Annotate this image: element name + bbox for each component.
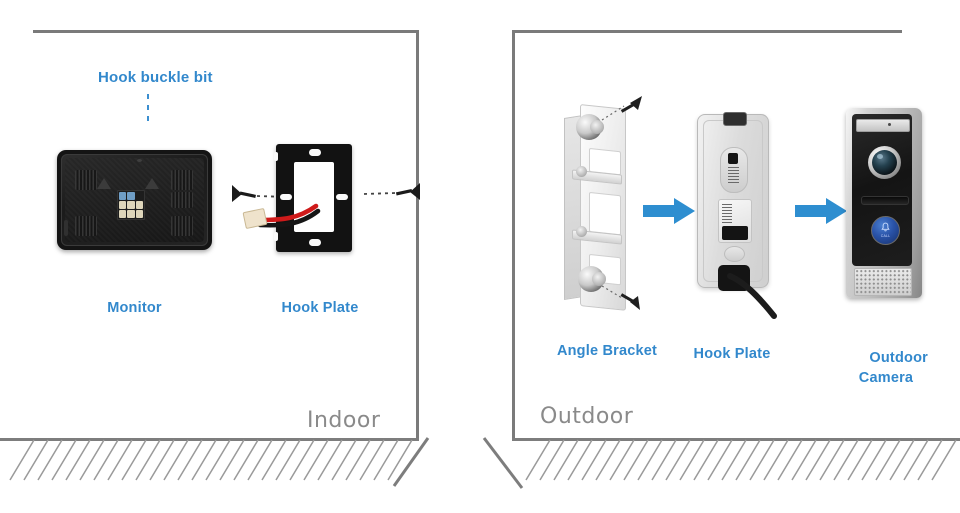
arrow-plate-to-camera <box>795 198 847 224</box>
monitor-back-body <box>64 158 204 242</box>
monitor-vent-mid-right <box>171 192 193 208</box>
outdoor-wall-left <box>512 30 515 440</box>
camera-ir-strip <box>856 119 910 132</box>
indoor-wall-right <box>416 30 419 440</box>
hook-plate-center-module <box>718 199 752 243</box>
label-outdoor-camera: Outdoor Camera <box>836 328 936 408</box>
hook-plate-body <box>274 144 352 252</box>
monitor-terminal-block <box>117 190 145 220</box>
hook-plate-top-clip <box>723 112 747 126</box>
hook-plate-upper-port <box>728 153 738 164</box>
indoor-hook-plate-group <box>232 142 422 262</box>
outdoor-hook-plate-device <box>697 112 777 319</box>
camera-lens <box>872 150 897 175</box>
angle-bracket-device <box>552 96 662 312</box>
monitor-vent-bottom-left <box>75 216 97 236</box>
hook-plate-notch-bl <box>274 232 278 241</box>
camera-speaker-grille <box>854 268 912 296</box>
bracket-screw-hole-top <box>590 120 604 134</box>
hook-plate-upper-contacts <box>728 167 739 185</box>
camera-ir-sensor-dot <box>888 123 891 126</box>
hook-plate-slot-bottom <box>309 239 321 246</box>
label-angle-bracket: Angle Bracket <box>556 343 658 359</box>
screw-right <box>363 183 420 200</box>
arrow-bracket-to-plate <box>643 198 695 224</box>
call-button-label: CALL <box>880 234 891 238</box>
monitor-vent-top-left <box>75 170 97 190</box>
indoor-ground-line <box>0 438 419 441</box>
label-monitor: Monitor <box>107 300 162 316</box>
monitor-hook-slot-left <box>97 178 111 189</box>
monitor-vent-top-right <box>171 170 193 190</box>
camera-lens-glint <box>877 154 883 159</box>
hook-plate-slot-top <box>309 149 321 156</box>
bracket-shelf-hook-upper <box>576 166 587 177</box>
bracket-screw-bottom <box>601 285 640 310</box>
monitor-side-tab <box>64 220 68 236</box>
callout-hook-buckle-bit: Hook buckle bit <box>98 69 213 86</box>
hook-plate-mid-oval <box>724 246 745 262</box>
bracket-screw-hole-bottom <box>592 272 606 286</box>
outdoor-ground-hatching <box>482 437 957 489</box>
hook-plate-slot-right <box>336 194 348 200</box>
bracket-window-middle <box>589 191 621 236</box>
label-indoor-hook-plate: Hook Plate <box>281 300 359 316</box>
outdoor-wall-top <box>512 30 902 33</box>
hook-plate-notch-tl <box>274 152 278 161</box>
label-outdoor-camera-text: Outdoor Camera <box>858 350 928 386</box>
outdoor-camera-device: CALL <box>846 108 922 298</box>
hook-plate-module-window <box>722 226 748 240</box>
callout-leader-line <box>147 94 149 126</box>
screw-left <box>232 185 289 202</box>
zone-label-indoor: Indoor <box>307 408 381 433</box>
indoor-ground-hatching <box>9 437 430 487</box>
indoor-wall-top <box>33 30 419 33</box>
camera-mic-slot <box>861 196 909 205</box>
bracket-shelf-hook-lower <box>576 226 587 237</box>
outdoor-ground-line <box>512 438 960 441</box>
monitor-hook-slot-right <box>145 178 159 189</box>
bracket-screw-top <box>601 96 642 121</box>
hook-plate-cable <box>727 273 777 319</box>
indoor-monitor-device <box>57 150 212 250</box>
monitor-top-dot <box>137 159 142 162</box>
hook-plate-slot-left <box>280 194 292 200</box>
hook-plate-module-contacts <box>722 204 732 224</box>
hook-plate-wire <box>257 203 321 228</box>
bell-icon <box>881 222 890 232</box>
camera-call-button[interactable]: CALL <box>871 216 900 245</box>
zone-label-outdoor: Outdoor <box>540 404 634 429</box>
label-outdoor-hook-plate: Hook Plate <box>693 346 771 362</box>
monitor-vent-bottom-right <box>171 216 193 236</box>
